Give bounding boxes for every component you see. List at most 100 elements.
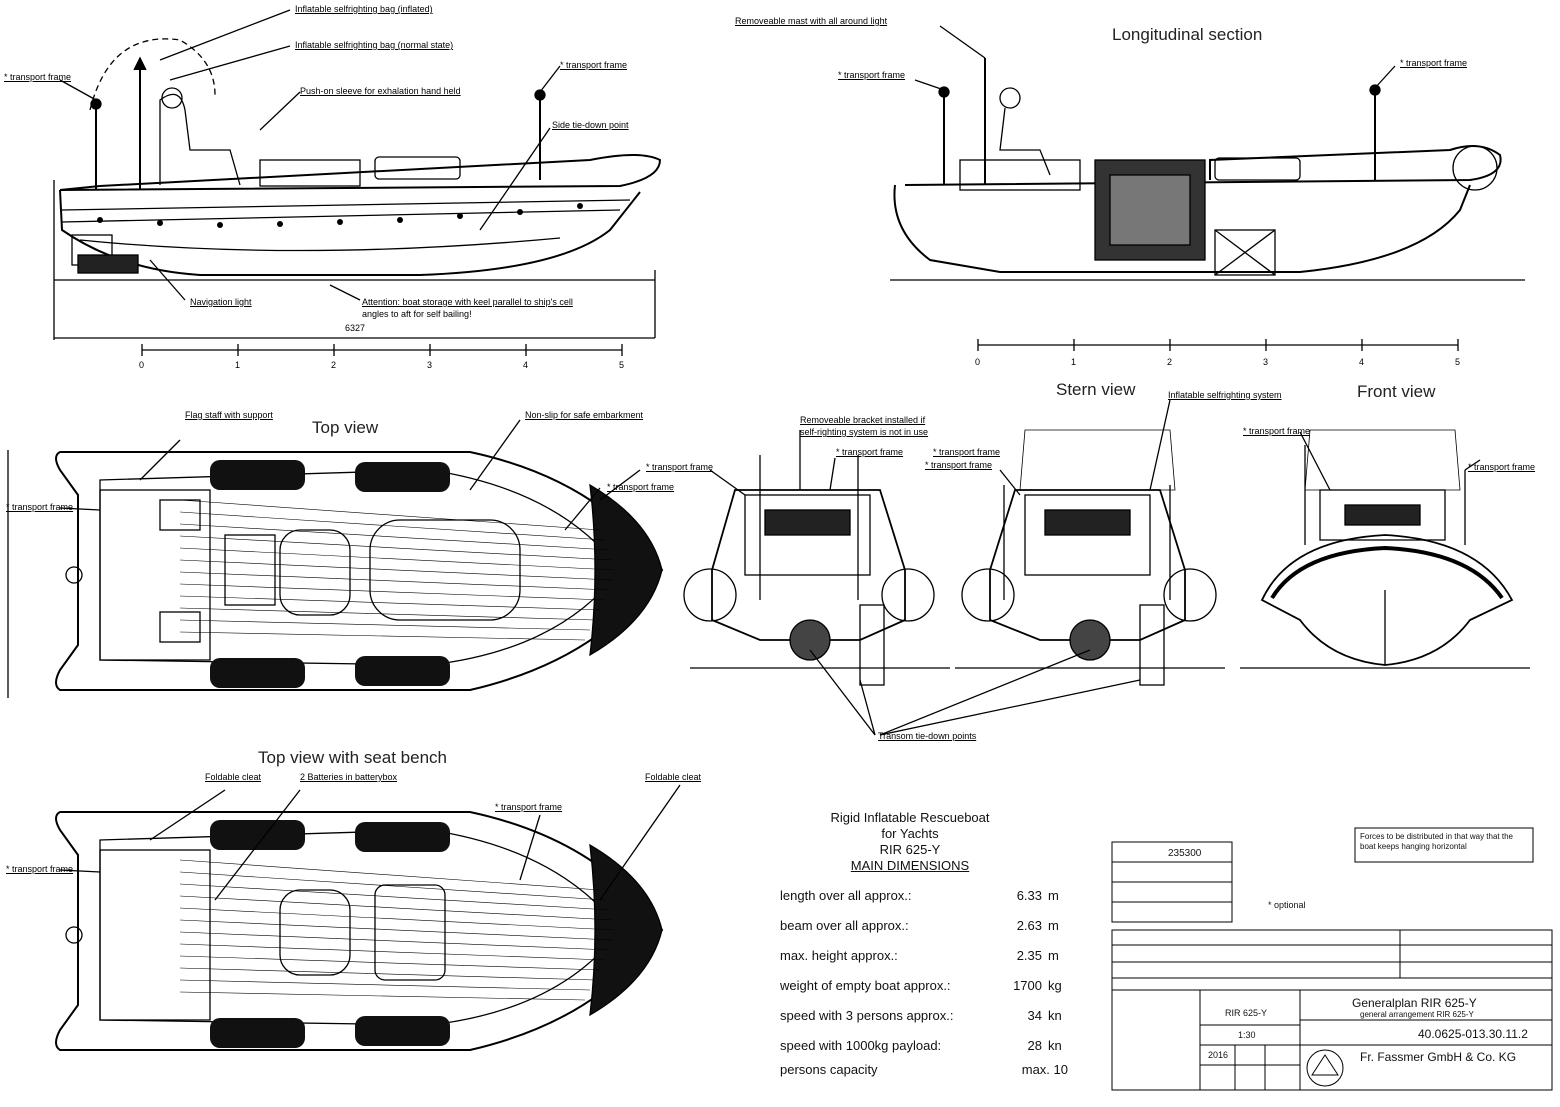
top-seat-view-title: Top view with seat bench	[258, 748, 447, 767]
label-transport-frame: * transport frame	[6, 502, 74, 512]
force-note: Forces to be distributed in that way tha…	[1360, 832, 1513, 851]
dimension-name: persons capacity	[780, 1062, 878, 1077]
spec-line-1: Rigid Inflatable Rescueboat	[830, 810, 990, 825]
optional-note: * optional	[1268, 900, 1306, 910]
dimension-name: speed with 3 persons approx.:	[780, 1008, 954, 1023]
model: RIR 625-Y	[1225, 1008, 1268, 1018]
dimension-row: length over all approx.: 6.33 m	[780, 888, 1070, 918]
scale-tick: 2	[331, 360, 337, 370]
scale-tick: 2	[1167, 357, 1173, 367]
label-navigation-light: Navigation light	[190, 297, 252, 307]
stern-view-1-drawing	[683, 430, 950, 736]
scale-tick: 5	[1455, 357, 1461, 367]
label-removeable-bracket: Removeable bracket installed if	[800, 415, 926, 425]
spec-heading: Rigid Inflatable Rescueboat for Yachts R…	[800, 810, 1020, 874]
spec-line-2: for Yachts	[881, 826, 939, 841]
title-block	[1111, 827, 1553, 1091]
dimension-length: 6327	[345, 323, 366, 333]
general-plan: Generalplan RIR 625-Y	[1352, 996, 1477, 1010]
longitudinal-section-drawing	[890, 25, 1525, 351]
dimension-unit: m	[1048, 948, 1059, 963]
scale-tick: 5	[619, 360, 625, 370]
general-arrangement: general arrangement RIR 625-Y	[1360, 1010, 1474, 1019]
spec-line-4: MAIN DIMENSIONS	[850, 858, 970, 873]
label-foldable-cleat: Foldable cleat	[205, 772, 262, 782]
scale-tick: 1	[235, 360, 241, 370]
scale-tick: 3	[427, 360, 433, 370]
scale: 1:30	[1238, 1030, 1256, 1040]
label-selfrighting-system: Inflatable selfrighting system	[1168, 390, 1282, 400]
spec-line-3: RIR 625-Y	[879, 842, 941, 857]
dimension-unit: kn	[1048, 1038, 1062, 1053]
dimension-value: 2.35	[1016, 948, 1042, 963]
dimension-name: max. height approx.:	[780, 948, 898, 963]
label-transport-frame: * transport frame	[836, 447, 904, 457]
drawing-number: 235300	[1168, 848, 1202, 859]
side-view-drawing	[53, 9, 662, 356]
label-batteries: 2 Batteries in batterybox	[300, 772, 398, 782]
label-transport-frame: * transport frame	[1400, 58, 1468, 68]
scale-tick: 1	[1071, 357, 1077, 367]
dimension-row: persons capacity max. 10	[780, 1062, 1070, 1092]
dimension-value: 1700	[1013, 978, 1042, 993]
label-push-sleeve: Push-on sleeve for exhalation hand held	[300, 86, 461, 96]
label-transport-frame: * transport frame	[4, 72, 72, 82]
top-view-title: Top view	[312, 418, 379, 437]
dimension-row: beam over all approx.: 2.63 m	[780, 918, 1070, 948]
main-dimensions-table: length over all approx.: 6.33 m beam ove…	[780, 888, 1070, 1092]
label-transport-frame: * transport frame	[838, 70, 906, 80]
label-transport-frame: * transport frame	[607, 482, 675, 492]
dimension-name: beam over all approx.:	[780, 918, 909, 933]
document-number: 40.0625-013.30.11.2	[1418, 1027, 1528, 1041]
dimension-unit: kn	[1048, 1008, 1062, 1023]
stern-view-title: Stern view	[1056, 380, 1136, 399]
label-side-tie-down: Side tie-down point	[552, 120, 629, 130]
dimension-name: weight of empty boat approx.:	[780, 978, 951, 993]
label-foldable-cleat: Foldable cleat	[645, 772, 702, 782]
stern-view-2-drawing	[879, 399, 1225, 736]
dimension-value: 2.63	[1016, 918, 1042, 933]
label-removeable-bracket-2: self-righting system is not in use	[800, 427, 929, 437]
dimension-value: max. 10	[1021, 1062, 1068, 1077]
label-transport-frame: * transport frame	[6, 864, 74, 874]
scale-tick: 3	[1263, 357, 1269, 367]
longitudinal-title: Longitudinal section	[1112, 25, 1263, 44]
label-transport-frame: * transport frame	[1243, 426, 1311, 436]
label-transport-frame: * transport frame	[925, 460, 993, 470]
label-attention: Attention: boat storage with keel parall…	[362, 297, 573, 307]
scale-tick: 4	[523, 360, 529, 370]
year: 2016	[1208, 1050, 1229, 1060]
label-transport-frame: * transport frame	[495, 802, 563, 812]
label-transport-frame: * transport frame	[646, 462, 714, 472]
label-bag-inflated: Inflatable selfrighting bag (inflated)	[295, 4, 433, 14]
dimension-unit: m	[1048, 888, 1059, 903]
label-transom-tie-down: Transom tie-down points	[878, 731, 977, 741]
label-non-slip: Non-slip for safe embarkment	[525, 410, 644, 420]
dimension-value: 34	[1027, 1008, 1042, 1023]
scale-tick: 0	[139, 360, 145, 370]
label-flag-staff: Flag staff with support	[185, 410, 273, 420]
front-view-drawing	[1240, 429, 1530, 669]
label-transport-frame: * transport frame	[933, 447, 1001, 457]
dimension-row: speed with 3 persons approx.: 34 kn	[780, 1008, 1070, 1038]
label-transport-frame: * transport frame	[560, 60, 628, 70]
dimension-name: length over all approx.:	[780, 888, 912, 903]
dimension-name: speed with 1000kg payload:	[780, 1038, 942, 1053]
dimension-value: 6.33	[1016, 888, 1042, 903]
front-view-title: Front view	[1357, 382, 1436, 401]
label-bag-normal: Inflatable selfrighting bag (normal stat…	[295, 40, 454, 50]
dimension-row: max. height approx.: 2.35 m	[780, 948, 1070, 978]
label-transport-frame: * transport frame	[1468, 462, 1536, 472]
dimension-row: weight of empty boat approx.: 1700 kg	[780, 978, 1070, 1008]
dimension-value: 28	[1027, 1038, 1042, 1053]
company-name: Fr. Fassmer GmbH & Co. KG	[1360, 1050, 1517, 1064]
dimension-row: speed with 1000kg payload: 28 kn	[780, 1038, 1070, 1062]
dimension-unit: kg	[1048, 978, 1062, 993]
top-view-drawing	[7, 419, 664, 698]
dimension-unit: m	[1048, 918, 1059, 933]
scale-tick: 0	[975, 357, 981, 367]
top-seat-view-drawing	[55, 784, 681, 1051]
label-attention-2: angles to aft for self bailing!	[362, 309, 472, 319]
label-removeable-mast: Removeable mast with all around light	[735, 16, 888, 26]
